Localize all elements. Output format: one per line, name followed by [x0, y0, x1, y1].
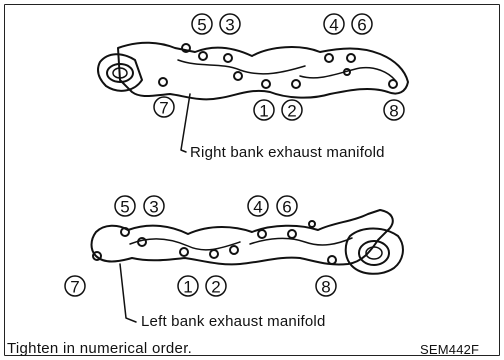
bolt-circle: [191, 13, 213, 35]
left-bolt-5-label: 5: [120, 198, 129, 217]
bolt-circle: [276, 195, 298, 217]
right-bolt-8-label: 8: [389, 102, 398, 121]
right-bolt-1-label: 1: [259, 102, 268, 121]
left-bank-manifold-drawing: [90, 209, 404, 323]
figure-frame: [4, 4, 500, 356]
reference-code: SEM442F: [420, 342, 480, 357]
right-bolt-6-label: 6: [357, 16, 366, 35]
right-bank-caption: Right bank exhaust manifold: [190, 144, 385, 161]
right-bolt-7-label: 7: [159, 99, 168, 118]
bolt-circle: [351, 13, 373, 35]
bolt-circle: [177, 275, 199, 297]
bolt-circle: [205, 275, 227, 297]
bolt-circle: [281, 99, 303, 121]
left-bank-caption: Left bank exhaust manifold: [141, 313, 326, 330]
left-bolt-2-label: 2: [211, 278, 220, 297]
bolt-circle: [64, 275, 86, 297]
instruction-text: Tighten in numerical order.: [7, 340, 193, 357]
bolt-circle: [383, 99, 405, 121]
bolt-circle: [143, 195, 165, 217]
right-bolt-5-label: 5: [197, 16, 206, 35]
bolt-circle: [323, 13, 345, 35]
left-bolt-7-label: 7: [70, 278, 79, 297]
left-bolt-3-label: 3: [149, 198, 158, 217]
right-bolt-2-label: 2: [287, 102, 296, 121]
left-bolt-8-label: 8: [321, 278, 330, 297]
bolt-circle: [247, 195, 269, 217]
bolt-circle: [219, 13, 241, 35]
bolt-circle: [315, 275, 337, 297]
right-bank-manifold-drawing: [97, 41, 409, 153]
left-bolt-1-label: 1: [183, 278, 192, 297]
bolt-circle: [153, 96, 175, 118]
left-bolt-4-label: 4: [253, 198, 262, 217]
right-bolt-3-label: 3: [225, 16, 234, 35]
left-bolt-6-label: 6: [282, 198, 291, 217]
right-bolt-4-label: 4: [329, 16, 338, 35]
bolt-circle: [114, 195, 136, 217]
bolt-circle: [253, 99, 275, 121]
